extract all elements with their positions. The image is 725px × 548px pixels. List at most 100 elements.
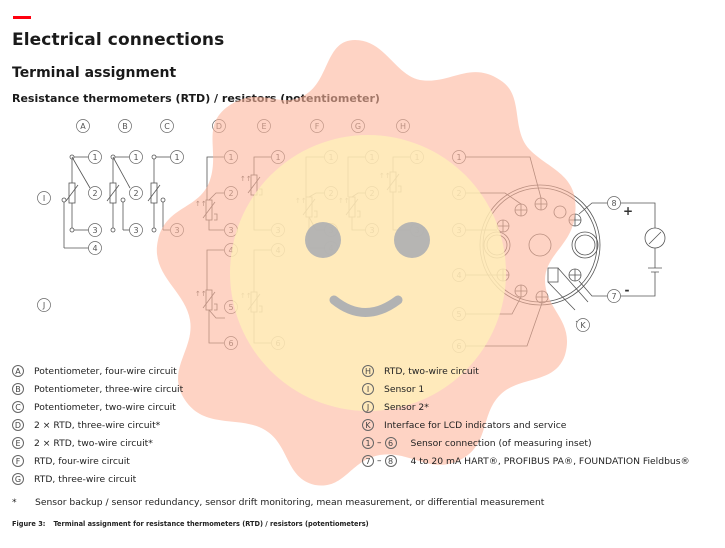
interface-label-k: K	[576, 318, 590, 332]
svg-text:E: E	[261, 122, 266, 131]
svg-text:4: 4	[275, 246, 280, 255]
svg-text:1: 1	[228, 153, 233, 162]
transmitter-head	[464, 156, 666, 347]
svg-text:H: H	[400, 122, 406, 131]
legend-item-e: E 2 × RTD, two-wire circuit*	[12, 437, 153, 449]
circuit-labels: A B C D E F G H	[76, 119, 410, 133]
terminal-f-4: 4	[324, 241, 338, 255]
legend-text: RTD, four-wire circuit	[34, 455, 130, 467]
terminal-b-3: 3	[129, 223, 143, 237]
svg-text:1: 1	[275, 153, 280, 162]
head-terminal-4: 4	[452, 268, 466, 282]
figure-number: Figure 3:	[12, 520, 46, 528]
legend-badge: D	[12, 419, 24, 431]
legend-text: Sensor 2*	[384, 401, 429, 413]
svg-text:6: 6	[456, 342, 461, 351]
svg-text:4: 4	[328, 244, 333, 253]
legend-text: 2 × RTD, three-wire circuit*	[34, 419, 161, 431]
legend-text: Potentiometer, three-wire circuit	[34, 383, 184, 395]
minus-sign: -	[625, 283, 630, 297]
svg-text:1: 1	[133, 153, 138, 162]
terminal-d-4: 4	[224, 243, 238, 257]
terminal-h-3: 3	[410, 223, 424, 237]
svg-text:3: 3	[174, 226, 179, 235]
svg-text:A: A	[80, 122, 86, 131]
section-title: Terminal assignment	[12, 65, 177, 81]
svg-text:2: 2	[456, 189, 461, 198]
circuit-h-wiring	[378, 156, 410, 231]
circuit-label-g: G	[351, 119, 365, 133]
circuit-label-a: A	[76, 119, 90, 133]
svg-text:1: 1	[369, 153, 374, 162]
head-terminal-1: 1	[452, 150, 466, 164]
svg-text:5: 5	[228, 303, 233, 312]
svg-text:F: F	[315, 122, 320, 131]
sensor-label-j: J	[37, 298, 51, 312]
transmitter-terminal-numbers: 1 2 3 4 5 6 8 7 K + -	[452, 150, 633, 353]
svg-text:2: 2	[133, 189, 138, 198]
legend-text: Potentiometer, two-wire circuit	[34, 401, 176, 413]
head-terminal-5: 5	[452, 307, 466, 321]
legend-text: Sensor 1	[384, 383, 425, 395]
svg-text:1: 1	[414, 153, 419, 162]
terminal-a-1: 1	[88, 150, 102, 164]
legend-range-7-8: 7–8 4 to 20 mA HART®, PROFIBUS PA®, FOUN…	[362, 455, 690, 467]
plus-sign: +	[623, 204, 633, 218]
terminal-f-1: 1	[324, 150, 338, 164]
circuit-d-wiring	[194, 156, 225, 344]
legend-text: RTD, two-wire circuit	[384, 365, 479, 377]
legend-item-d: D 2 × RTD, three-wire circuit*	[12, 419, 160, 431]
legend-badge: H	[362, 365, 374, 377]
legend-range-1-6: 1–6 Sensor connection (of measuring inse…	[362, 437, 592, 449]
terminal-b-1: 1	[129, 150, 143, 164]
legend-badge: E	[12, 437, 24, 449]
legend-badge: 6	[384, 437, 397, 449]
terminal-a-3: 3	[88, 223, 102, 237]
svg-text:3: 3	[133, 226, 138, 235]
footnote-text: Sensor backup / sensor redundancy, senso…	[35, 497, 545, 508]
legend-badge: 8	[384, 455, 397, 467]
svg-text:1: 1	[174, 153, 179, 162]
legend-badge: 7	[362, 455, 374, 467]
legend-badge: J	[362, 401, 374, 413]
svg-text:2: 2	[369, 189, 374, 198]
circuit-g-wiring	[337, 156, 369, 231]
legend-text: Interface for LCD indicators and service	[384, 419, 567, 431]
legend-text: RTD, three-wire circuit	[34, 473, 137, 485]
terminal-e-1: 1	[271, 150, 285, 164]
circuit-e-wiring	[239, 156, 271, 344]
legend-badge: I	[362, 383, 374, 395]
circuit-a-wiring	[61, 154, 91, 249]
circuit-label-h: H	[396, 119, 410, 133]
figure-caption: Figure 3:Terminal assignment for resista…	[12, 520, 369, 528]
circuit-c-wiring	[147, 154, 171, 233]
legend-item-h: H RTD, two-wire circuit	[362, 365, 479, 377]
terminal-e-6: 6	[271, 336, 285, 350]
svg-text:2: 2	[228, 189, 233, 198]
svg-text:5: 5	[456, 310, 461, 319]
terminal-d-1: 1	[224, 150, 238, 164]
svg-text:3: 3	[414, 226, 419, 235]
terminal-e-3: 3	[271, 223, 285, 237]
svg-text:3: 3	[369, 226, 374, 235]
head-terminal-3: 3	[452, 223, 466, 237]
legend-text: 2 × RTD, two-wire circuit*	[34, 437, 153, 449]
legend-badge: 1	[362, 437, 374, 449]
svg-text:4: 4	[228, 246, 233, 255]
svg-text:7: 7	[611, 292, 616, 301]
svg-text:3: 3	[92, 226, 97, 235]
svg-text:4: 4	[456, 271, 461, 280]
accent-bar	[13, 16, 31, 19]
svg-text:J: J	[42, 301, 45, 310]
svg-text:C: C	[164, 122, 170, 131]
svg-text:1: 1	[456, 153, 461, 162]
svg-text:3: 3	[328, 226, 333, 235]
head-terminal-8: 8	[607, 196, 621, 210]
terminal-a-4: 4	[88, 241, 102, 255]
legend-text: Potentiometer, four-wire circuit	[34, 365, 177, 377]
